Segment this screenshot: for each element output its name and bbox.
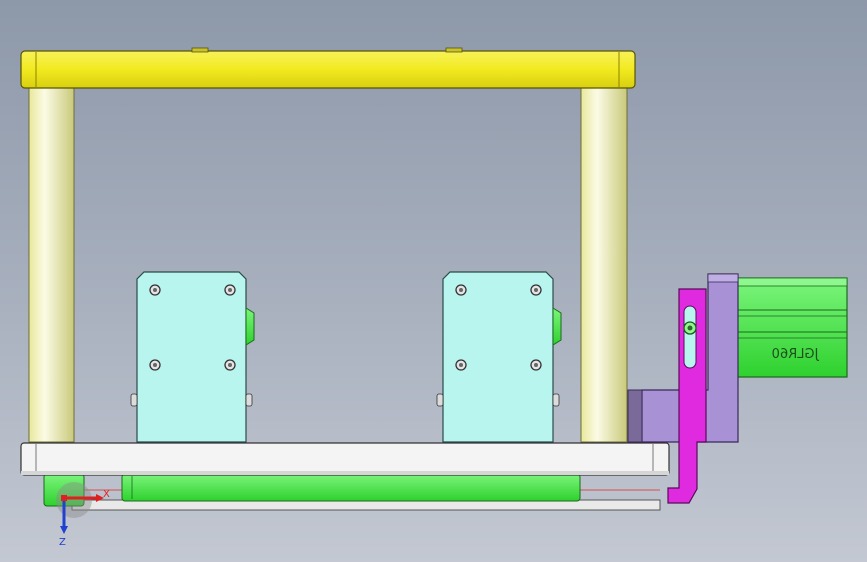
left-post[interactable] bbox=[28, 85, 75, 443]
green-cylinder[interactable]: JGLR60 bbox=[735, 277, 848, 378]
part-engraving: JGLR60 bbox=[772, 347, 820, 362]
screw-icon bbox=[683, 321, 697, 335]
screw-icon bbox=[149, 284, 236, 371]
axis-x-label: X bbox=[103, 489, 110, 500]
right-post[interactable] bbox=[580, 85, 628, 443]
axis-triad[interactable]: X Z bbox=[56, 482, 110, 548]
screw-icon bbox=[455, 284, 542, 371]
top-beam[interactable] bbox=[20, 47, 636, 89]
magenta-clamp-arm[interactable] bbox=[667, 288, 707, 504]
sensor-block-right[interactable] bbox=[436, 271, 562, 443]
sensor-block-left[interactable] bbox=[130, 271, 255, 443]
axis-z-label: Z bbox=[59, 537, 66, 548]
green-base-rail[interactable] bbox=[121, 473, 581, 502]
base-plate[interactable] bbox=[20, 442, 670, 476]
